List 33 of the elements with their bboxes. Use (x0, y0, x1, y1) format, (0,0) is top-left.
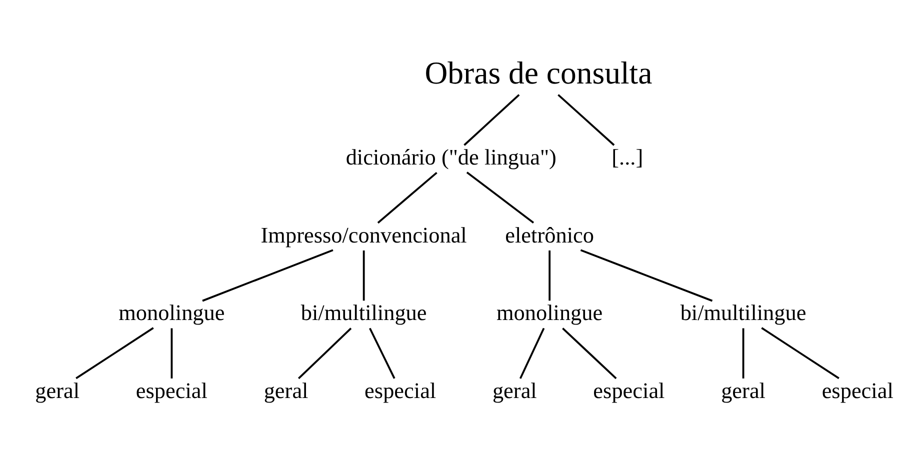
connector (202, 249, 334, 302)
node-text: monolingue (118, 300, 225, 326)
node-text: geral (35, 378, 80, 404)
connector (466, 172, 534, 224)
node-text: dicionário ("de lingua") (346, 144, 556, 170)
connector (298, 328, 352, 380)
connector (562, 328, 617, 380)
node-text: geral (264, 378, 308, 404)
node-text: especial (364, 378, 436, 404)
node-text: geral (721, 378, 766, 404)
node-text: bi/multilingue (680, 300, 806, 326)
node-text: especial (593, 378, 665, 404)
connector (580, 249, 713, 302)
connector (761, 327, 840, 380)
connector (558, 94, 615, 146)
connector (519, 328, 545, 379)
node-text: eletrônico (505, 222, 594, 248)
node-text: especial (136, 378, 208, 404)
node-text: Obras de consulta (424, 55, 652, 90)
node-text: [...] (612, 144, 644, 170)
connector (742, 328, 744, 378)
node-text: bi/multilingue (300, 300, 427, 326)
connector (377, 172, 438, 224)
node-text: monolingue (496, 300, 603, 326)
node-text: geral (492, 378, 537, 404)
connector (362, 250, 365, 301)
node-text: especial (822, 378, 894, 404)
connector (76, 327, 154, 380)
connector (369, 328, 396, 379)
connector (170, 328, 173, 378)
connector (464, 94, 520, 146)
connector (548, 250, 551, 301)
node-text: Impresso/convencional (260, 222, 467, 248)
